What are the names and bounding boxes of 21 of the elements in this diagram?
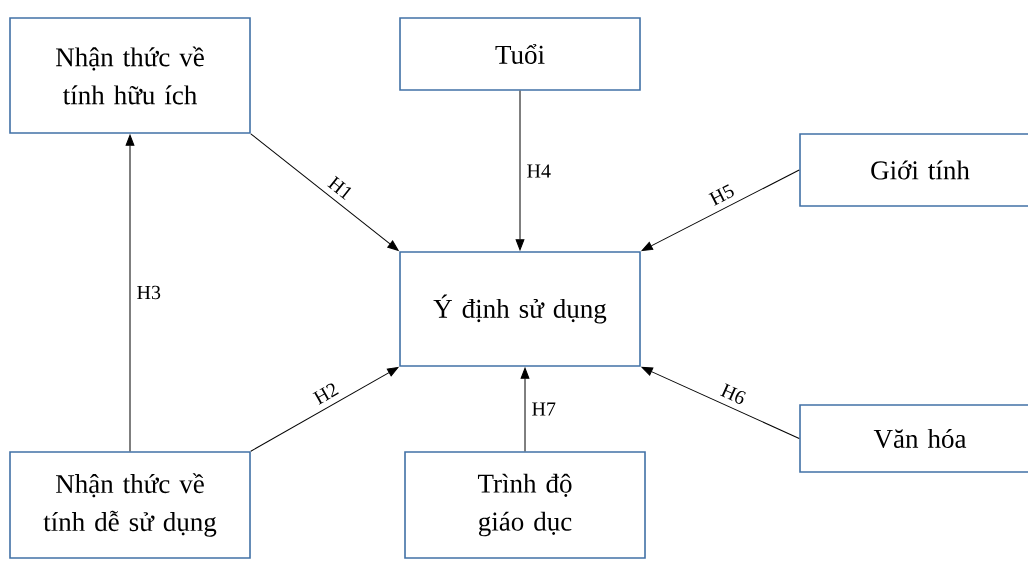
arrow: [520, 367, 530, 452]
edge-label: H6: [720, 383, 746, 404]
edge-label: H3: [137, 285, 161, 300]
factor-box: Ý định sử dụng: [399, 251, 641, 367]
arrow: [515, 90, 525, 251]
factor-box: Giới tính: [799, 133, 1028, 207]
edge-label: H1: [327, 175, 352, 201]
edge-label: H4: [527, 164, 551, 178]
arrow: [250, 367, 399, 452]
arrow: [641, 366, 800, 439]
edge-label: H7: [532, 402, 556, 416]
factor-box: Trình độ giáo dục: [404, 451, 646, 559]
factor-box: Tuổi: [399, 17, 641, 91]
factor-box: Nhận thức về tính hữu ích: [9, 17, 251, 134]
arrow: [641, 169, 800, 252]
edge-label: H5: [708, 184, 734, 206]
factor-box: Văn hóa: [799, 404, 1028, 473]
edge-label: H2: [312, 383, 339, 405]
arrow: [250, 133, 399, 251]
arrow: [125, 134, 135, 452]
factor-box: Nhận thức về tính dễ sử dụng: [9, 451, 251, 559]
